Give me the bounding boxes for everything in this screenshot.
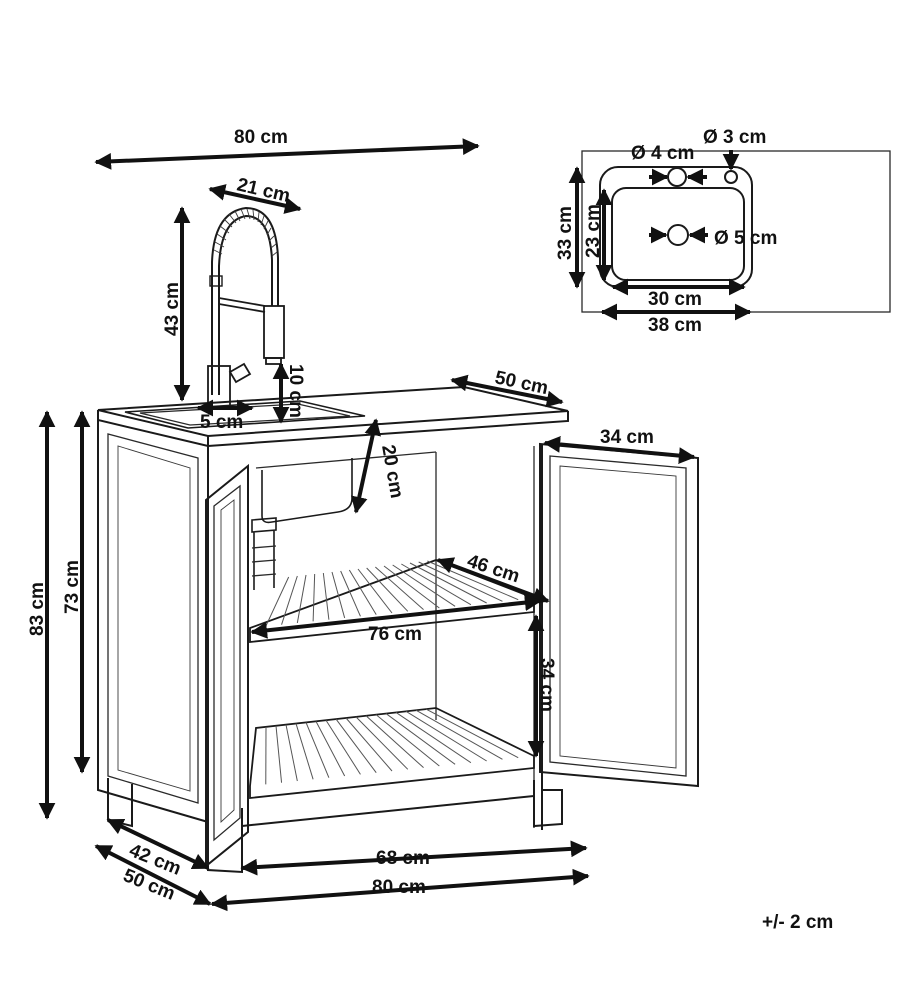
drain-hole xyxy=(667,224,689,246)
dim-arrow xyxy=(210,868,590,912)
lower-shelf-slats xyxy=(265,708,519,785)
shelf-slat xyxy=(281,575,298,625)
overall-height-label: 83 cm xyxy=(27,582,48,636)
shelf-slat xyxy=(383,565,440,609)
dim-arrow xyxy=(450,374,564,408)
shelf-slat xyxy=(305,722,330,778)
faucet-height-label: 43 cm xyxy=(162,282,183,336)
right-front-leg xyxy=(533,789,563,828)
faucet-arm xyxy=(218,303,266,313)
shelf-slat xyxy=(355,716,409,770)
shelf-slat xyxy=(392,564,456,607)
bottom-width-label: 80 cm xyxy=(372,877,426,898)
door-width-label: 34 cm xyxy=(600,427,654,448)
dim-arrow xyxy=(250,594,542,639)
accessory-hole xyxy=(724,170,738,184)
cabinet-dimensions: 80 cm 21 cm 43 cm 10 cm 5 cm 50 cm 20 cm… xyxy=(27,127,833,933)
outer-depth-label: 33 cm xyxy=(555,206,576,260)
faucet-hole xyxy=(667,167,687,187)
bowl-depth-label: 20 cm xyxy=(377,443,407,500)
faucet-lever xyxy=(228,362,252,384)
shelf-slat xyxy=(348,569,377,615)
shelf-slat xyxy=(275,725,283,783)
shelf-slat xyxy=(335,718,377,773)
spray-head xyxy=(263,305,285,359)
left-front-leg xyxy=(207,822,243,874)
shelf-slat xyxy=(425,708,519,759)
drain-label: Ø 5 cm xyxy=(714,228,777,249)
shelf-slat xyxy=(325,719,361,775)
hole-small-label: Ø 3 cm xyxy=(703,127,766,148)
dim-arrow xyxy=(436,557,550,604)
width-top-label: 80 cm xyxy=(234,127,288,148)
left-back-leg xyxy=(107,778,133,828)
shelf-slat xyxy=(405,710,487,762)
hole-medium-label: Ø 4 cm xyxy=(631,143,694,164)
shelf-slat xyxy=(322,572,330,620)
shelf-slat xyxy=(285,724,298,782)
left-door xyxy=(205,463,249,869)
shelf-slat xyxy=(296,574,307,624)
faucet-spring-inner xyxy=(218,214,273,395)
shelf-slat xyxy=(357,568,393,614)
shelf-slat xyxy=(385,713,456,765)
faucet xyxy=(207,206,285,409)
spray-nozzle xyxy=(265,357,282,365)
drain-pipe xyxy=(251,517,277,590)
spout-offset-label: 5 cm xyxy=(200,412,243,433)
faucet-collar xyxy=(209,275,223,287)
left-door-panel xyxy=(213,484,241,842)
shelf-slat xyxy=(395,712,472,764)
dim-arrow xyxy=(94,844,212,906)
shelf-slat xyxy=(295,723,314,780)
sink-bowl-underside xyxy=(261,458,353,524)
body-height-label: 73 cm xyxy=(62,560,83,614)
inner-width-label: 30 cm xyxy=(648,289,702,310)
shelf-slat xyxy=(375,714,440,767)
left-side-inset xyxy=(117,445,191,792)
dim-arrow xyxy=(94,138,480,170)
dim-arrow xyxy=(240,840,588,876)
inner-depth-label: 23 cm xyxy=(583,204,604,258)
shelf-gap-label: 34 cm xyxy=(536,658,557,712)
faucet-arm xyxy=(218,297,266,307)
right-door xyxy=(539,442,699,788)
outer-width-label: 38 cm xyxy=(648,315,702,336)
drain-rings xyxy=(251,545,277,577)
left-door-inset xyxy=(220,499,235,824)
shelf-slat xyxy=(415,709,503,760)
spout-height-label: 10 cm xyxy=(285,364,306,418)
spring-coil xyxy=(213,208,278,257)
right-door-panel xyxy=(549,455,687,777)
left-side-panel xyxy=(97,420,209,824)
tolerance-note: +/- 2 cm xyxy=(762,912,833,933)
dim-arrow xyxy=(543,436,696,464)
dim-arrow xyxy=(208,184,302,214)
shelf-width-label: 76 cm xyxy=(368,624,422,645)
inner-width-label: 68 cm xyxy=(376,848,430,869)
left-side-frame xyxy=(107,433,199,804)
shelf-slat xyxy=(345,717,393,772)
sink-top-view: Ø 3 cm Ø 4 cm Ø 5 cm 33 cm 23 cm 30 cm 3… xyxy=(555,127,891,336)
right-door-inset xyxy=(559,465,677,769)
back-top xyxy=(255,451,437,469)
shelf-slat xyxy=(312,573,316,622)
shelf-slat xyxy=(315,721,346,777)
bottom-front-rail xyxy=(241,780,535,828)
dim-arrow xyxy=(351,418,381,514)
shelf-slat xyxy=(365,715,424,769)
